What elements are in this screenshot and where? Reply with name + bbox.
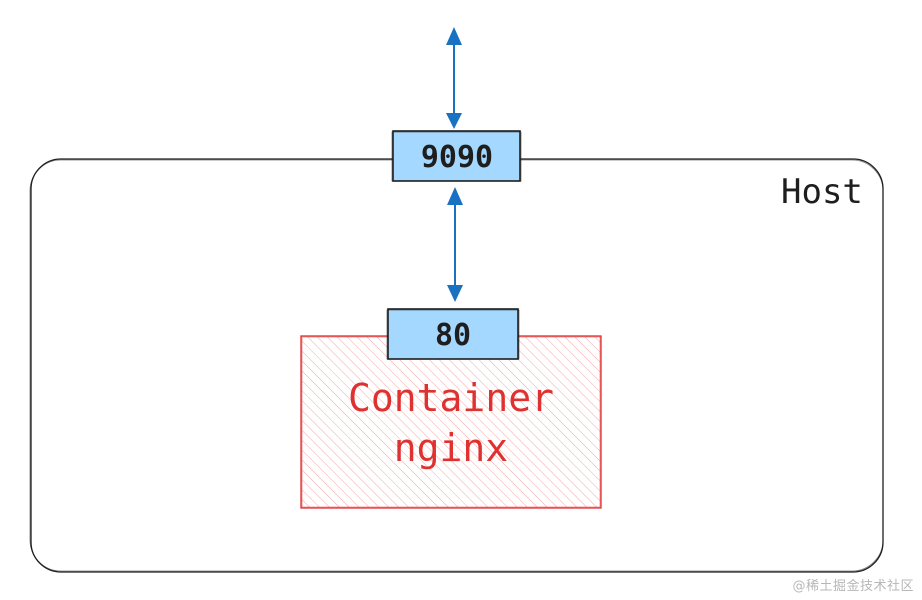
host-to-container-arrow: [447, 187, 463, 302]
host-port-box: [391, 130, 522, 182]
host-port-label: 9090: [421, 140, 493, 175]
container-box: [300, 335, 602, 509]
host-label: Host: [781, 172, 863, 212]
container-title: Container: [348, 376, 554, 420]
watermark: @稀土掘金技术社区: [792, 579, 914, 594]
container-port-label: 80: [435, 318, 471, 353]
external-to-host-arrow: [446, 27, 462, 129]
container-port-box: [386, 308, 520, 360]
container-name: nginx: [394, 426, 508, 470]
